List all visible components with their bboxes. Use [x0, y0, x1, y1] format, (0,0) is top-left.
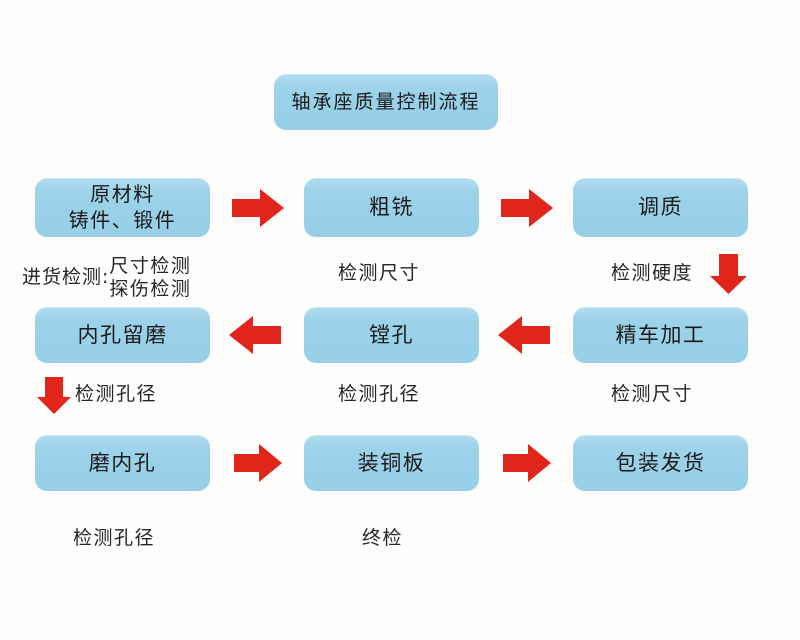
- caption-incoming-inspection-items: 尺寸检测 探伤检测: [109, 255, 192, 300]
- arrow-right-rough-to-quench: [501, 189, 553, 227]
- arrow-right-grind-to-copper-plate: [234, 444, 282, 482]
- caption-bore-diameter-inspection-3: 检测孔径: [73, 527, 156, 549]
- caption-incoming-inspection: 进货检测: 尺寸检测 探伤检测: [22, 255, 191, 301]
- arrow-left-boring-to-reserve-grinding: [229, 316, 281, 354]
- caption-incoming-inspection-prefix: 进货检测:: [22, 266, 110, 288]
- process-box-packaging-shipping[interactable]: 包装发货: [573, 435, 748, 491]
- arrow-right-raw-to-rough: [232, 189, 284, 227]
- process-label-raw-material: 原材料 铸件、锻件: [68, 182, 177, 232]
- process-label-quenching-tempering: 调质: [638, 195, 683, 220]
- process-label-inner-hole-reserve-grinding: 内孔留磨: [77, 322, 168, 347]
- arrow-right-copper-plate-to-packaging: [503, 444, 551, 482]
- caption-bore-diameter-inspection-2: 检测孔径: [338, 383, 421, 405]
- process-label-boring: 镗孔: [369, 322, 414, 347]
- flowchart-title-label: 轴承座质量控制流程: [291, 90, 481, 113]
- process-box-install-copper-plate[interactable]: 装铜板: [304, 435, 479, 491]
- process-box-boring[interactable]: 镗孔: [304, 307, 479, 363]
- flowchart-title-box: 轴承座质量控制流程: [274, 74, 498, 130]
- process-box-grind-inner-hole[interactable]: 磨内孔: [35, 435, 210, 491]
- process-label-packaging-shipping: 包装发货: [615, 450, 706, 475]
- process-box-raw-material[interactable]: 原材料 铸件、锻件: [35, 178, 210, 237]
- process-label-install-copper-plate: 装铜板: [357, 450, 426, 475]
- arrow-left-finish-turning-to-boring: [498, 316, 550, 354]
- caption-bore-diameter-inspection-1: 检测孔径: [75, 383, 158, 405]
- caption-dimension-inspection-2: 检测尺寸: [611, 383, 694, 405]
- process-label-finish-turning: 精车加工: [615, 322, 706, 347]
- process-box-inner-hole-reserve-grinding[interactable]: 内孔留磨: [35, 307, 210, 363]
- arrow-down-quench-to-finish-turning: [710, 254, 747, 294]
- process-box-quenching-tempering[interactable]: 调质: [573, 178, 748, 237]
- caption-final-inspection: 终检: [362, 527, 404, 549]
- caption-hardness-inspection: 检测硬度: [611, 262, 694, 284]
- arrow-down-reserve-grinding-to-grind: [37, 377, 71, 414]
- process-box-rough-milling[interactable]: 粗铣: [304, 178, 479, 237]
- caption-dimension-inspection-1: 检测尺寸: [338, 262, 421, 284]
- process-label-grind-inner-hole: 磨内孔: [88, 450, 157, 475]
- process-label-rough-milling: 粗铣: [369, 195, 414, 220]
- process-box-finish-turning[interactable]: 精车加工: [573, 307, 748, 363]
